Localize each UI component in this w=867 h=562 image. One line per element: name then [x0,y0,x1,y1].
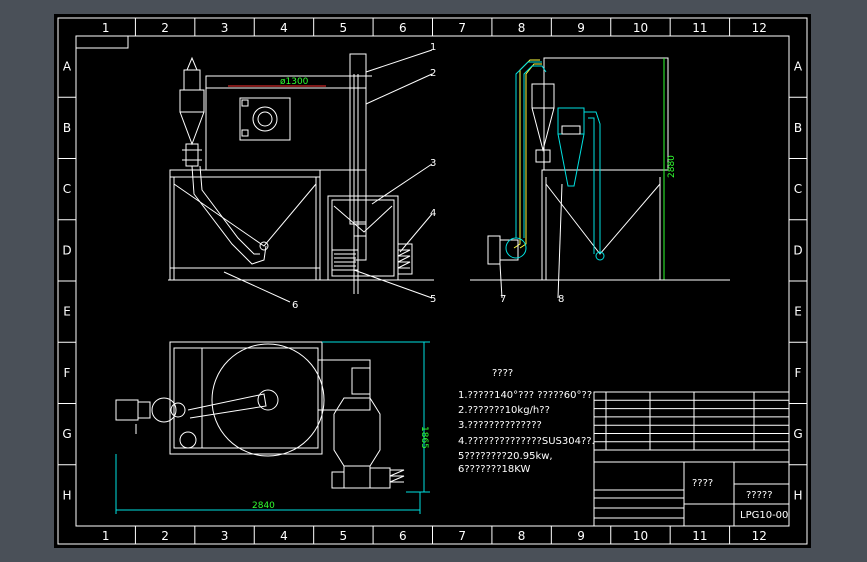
grid-col-bottom-1: 1 [102,529,110,543]
grid-row-right-H: H [793,488,802,502]
outer-frame [57,17,808,545]
grid-row-left-G: G [62,427,71,441]
grid-row-left-D: D [62,243,71,257]
height-dimension: 2880 [667,155,677,178]
grid-col-bottom-2: 2 [161,529,169,543]
diameter-dimension: ø1300 [280,77,309,87]
side-view: 2880 [470,57,730,299]
grid-col-top-1: 1 [102,21,110,35]
note-line-5: 5????????20.95kw, [458,451,553,462]
technical-notes: ???? 1.?????140°??? ?????60°?? 2.???????… [458,368,595,475]
grid-col-bottom-12: 12 [752,529,767,543]
grid-col-bottom-6: 6 [399,529,407,543]
grid-col-bottom-8: 8 [518,529,526,543]
callout-1: 1 [430,42,436,53]
callout-5: 5 [430,294,436,305]
grid-row-labels-right: A B C D E F G H [793,60,803,503]
grid-row-labels-left: A B C D E F G H [62,60,72,503]
grid-col-bottom-7: 7 [458,529,466,543]
grid-row-right-G: G [793,427,802,441]
grid-col-top-9: 9 [577,21,585,35]
grid-col-top-8: 8 [518,21,526,35]
title-block-company: ????? [746,490,773,501]
plan-depth-dimension: 1865 [419,426,429,449]
grid-row-left-H: H [62,488,71,502]
grid-col-bottom-5: 5 [340,529,348,543]
grid-col-bottom-3: 3 [221,529,229,543]
grid-row-left-E: E [63,305,71,319]
grid-row-left-F: F [64,366,71,380]
title-block-drawing-no: LPG10-00 [740,510,788,521]
front-view: ø1300 [168,49,434,303]
grid-row-right-A: A [794,60,803,74]
note-line-1: 1.?????140°??? ?????60°?? [458,390,592,401]
grid-row-right-B: B [794,121,802,135]
plan-view: 2840 1865 [115,341,430,514]
callout-4: 4 [430,208,436,219]
grid-col-bottom-11: 11 [692,529,707,543]
grid-col-top-2: 2 [161,21,169,35]
grid-col-bottom-9: 9 [577,529,585,543]
note-line-2: 2.???????10kg/h?? [458,405,550,416]
title-block-name: ???? [692,478,713,489]
grid-col-top-12: 12 [752,21,767,35]
notes-title: ???? [492,368,513,379]
grid-row-right-F: F [795,366,802,380]
grid-col-top-11: 11 [692,21,707,35]
note-line-3: 3.?????????????? [458,420,542,431]
bill-of-materials [594,392,789,450]
grid-row-left-A: A [63,60,72,74]
grid-col-top-5: 5 [340,21,348,35]
grid-col-bottom-10: 10 [633,529,648,543]
callout-2: 2 [430,68,436,79]
inner-frame [75,35,790,527]
grid-col-top-6: 6 [399,21,407,35]
callout-6: 6 [292,300,298,311]
grid-col-top-7: 7 [458,21,466,35]
grid-row-left-C: C [63,182,71,196]
note-line-4: 4.??????????????SUS304??. [458,436,595,447]
grid-row-right-C: C [794,182,802,196]
grid-row-right-D: D [793,243,802,257]
callout-7: 7 [500,294,506,305]
title-block: ???? ????? LPG10-00 [593,391,790,527]
callout-8: 8 [558,294,564,305]
grid-row-right-E: E [794,305,802,319]
grid-row-left-B: B [63,121,71,135]
grid-col-bottom-4: 4 [280,529,288,543]
callout-3: 3 [430,158,436,169]
corner-mark [75,35,129,49]
grid-col-top-10: 10 [633,21,648,35]
grid-col-top-4: 4 [280,21,288,35]
plan-width-dimension: 2840 [252,501,275,511]
note-line-6: 6???????18KW [458,464,530,475]
grid-col-top-3: 3 [221,21,229,35]
